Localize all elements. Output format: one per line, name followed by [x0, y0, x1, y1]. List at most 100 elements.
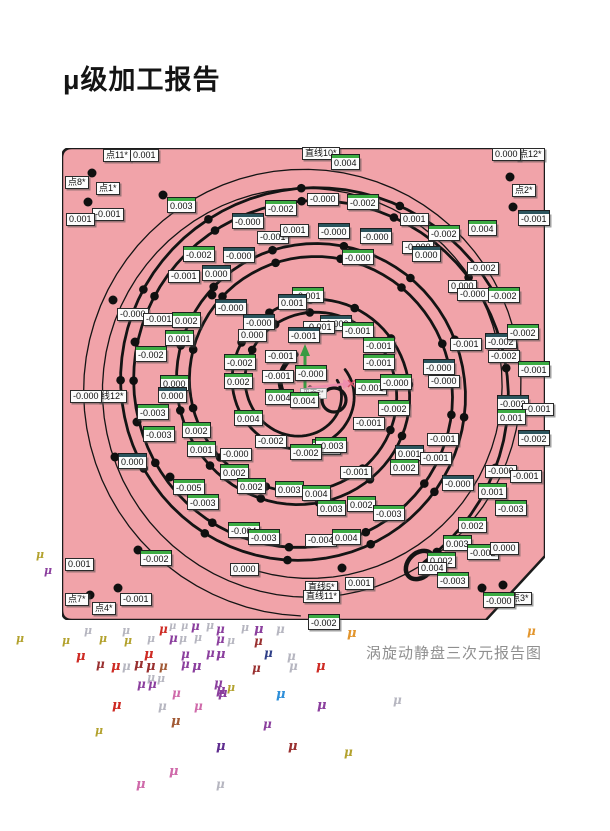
deviation-label: 0.000 — [230, 563, 259, 576]
deviation-label: -0.001 — [427, 433, 459, 446]
deviation-label: -0.003 — [437, 572, 469, 588]
deviation-label: -0.001 — [363, 337, 395, 353]
mu-artifact: μ — [122, 659, 131, 673]
deviation-label: 0.001 — [65, 558, 94, 571]
mu-artifact: μ — [62, 634, 71, 647]
deviation-label: -0.000 — [223, 247, 255, 263]
deviation-label: -0.000 — [70, 390, 102, 403]
mu-artifact: μ — [136, 777, 146, 792]
feature-name-label: 点8* — [65, 176, 89, 189]
deviation-label: 0.004 — [302, 485, 331, 501]
deviation-label: -0.001 — [143, 313, 175, 326]
mu-artifact: μ — [289, 659, 298, 673]
deviation-label: -0.001 — [353, 417, 385, 430]
feature-name-label: 直线11* — [303, 590, 340, 603]
deviation-label: 0.002 — [347, 496, 376, 512]
deviation-label: 0.000 — [118, 453, 147, 469]
deviation-label: 0.004 — [290, 392, 319, 408]
deviation-label: -0.001 — [120, 593, 152, 606]
deviation-label: 0.000 — [158, 387, 187, 403]
deviation-label: -0.002 — [507, 324, 539, 340]
deviation-label: 0.002 — [172, 312, 201, 328]
mu-artifact: μ — [96, 657, 105, 671]
deviation-label: -0.000 — [318, 223, 350, 239]
deviation-label: -0.002 — [183, 246, 215, 262]
deviation-label: -0.003 — [137, 404, 169, 420]
mu-artifact: μ — [252, 661, 261, 675]
mu-artifact: μ — [216, 622, 225, 636]
feature-name-label: 直线10* — [302, 147, 340, 160]
plot-caption: 涡旋动静盘三次元报告图 — [366, 645, 543, 662]
deviation-label: -0.001 — [518, 361, 550, 377]
deviation-label: 0.002 — [220, 464, 249, 480]
mu-artifact: μ — [76, 649, 86, 664]
mu-artifact: μ — [124, 634, 133, 647]
mu-artifact: μ — [159, 622, 168, 636]
mu-artifact: μ — [171, 714, 181, 729]
mu-artifact: μ — [216, 632, 225, 646]
deviation-label: -0.003 — [187, 494, 219, 510]
mu-artifact: μ — [148, 677, 157, 691]
mu-artifact: μ — [84, 624, 93, 637]
mu-artifact: μ — [206, 646, 215, 660]
mu-artifact: μ — [264, 646, 273, 660]
mu-artifact: μ — [179, 632, 188, 645]
mu-artifact: μ — [137, 677, 146, 691]
mu-artifact: μ — [159, 659, 168, 673]
deviation-label: 0.003 — [167, 197, 196, 213]
mu-artifact: μ — [144, 647, 154, 662]
deviation-label: -0.002 — [135, 346, 167, 362]
deviation-label: -0.000 — [483, 592, 515, 608]
deviation-label: 0.001 — [280, 224, 309, 237]
deviation-label: 0.002 — [390, 459, 419, 475]
mu-artifact: μ — [276, 622, 285, 636]
mu-artifact: μ — [254, 634, 263, 648]
mu-artifact: μ — [111, 659, 121, 674]
deviation-label: -0.001 — [342, 322, 374, 338]
deviation-label: 0.001 — [395, 445, 424, 461]
deviation-label: -0.002 — [265, 200, 297, 216]
deviation-label: -0.001 — [510, 470, 542, 483]
deviation-label: 0.000 — [202, 265, 231, 281]
deviation-label: -0.001 — [420, 452, 452, 465]
deviation-label: -0.001 — [265, 350, 297, 363]
deviation-label: -0.002 — [224, 354, 256, 370]
mu-artifact: μ — [287, 649, 296, 663]
deviation-label: -0.000 — [423, 359, 455, 375]
deviation-label: 0.001 — [345, 577, 374, 590]
mu-artifact: μ — [112, 698, 122, 713]
mu-artifact: μ — [147, 671, 156, 684]
mu-artifact: μ — [36, 548, 45, 561]
feature-name-label: 点4* — [92, 602, 116, 615]
mu-artifact: μ — [276, 687, 286, 702]
mu-artifact: μ — [169, 621, 177, 632]
deviation-label: 0.002 — [224, 373, 253, 389]
deviation-label: 0.001 — [66, 213, 95, 226]
deviation-label: -0.002 — [347, 194, 379, 210]
deviation-label: -0.000 — [307, 193, 339, 206]
mu-artifact: μ — [241, 621, 250, 634]
deviation-label: -0.003 — [373, 505, 405, 521]
deviation-label: -0.000 — [215, 299, 247, 315]
deviation-label: 0.000 — [492, 148, 521, 161]
deviation-label: 0.000 — [490, 542, 519, 555]
deviation-label: -0.001 — [292, 287, 324, 303]
deviation-label: 0.004 — [234, 410, 263, 426]
mu-artifact: μ — [316, 659, 326, 674]
mu-artifact: μ — [147, 632, 156, 645]
deviation-label: -0.000 — [360, 228, 392, 244]
deviation-label: -0.001 — [168, 270, 200, 283]
deviation-label: -0.002 — [467, 262, 499, 275]
deviation-label: 0.004 — [331, 154, 360, 170]
feature-name-label: 点1* — [96, 182, 120, 195]
report-title: μ级加工报告 — [63, 65, 221, 95]
deviation-label: -0.000 — [232, 213, 264, 229]
deviation-label: -0.001 — [522, 403, 554, 416]
mu-artifact: μ — [227, 634, 236, 647]
mu-artifact: μ — [181, 657, 190, 671]
deviation-label: 0.004 — [418, 562, 447, 575]
mu-artifact: μ — [181, 621, 189, 632]
deviation-label: -0.000 — [428, 375, 460, 388]
deviation-label: -0.001 — [92, 208, 124, 221]
mu-artifact: μ — [122, 624, 131, 637]
